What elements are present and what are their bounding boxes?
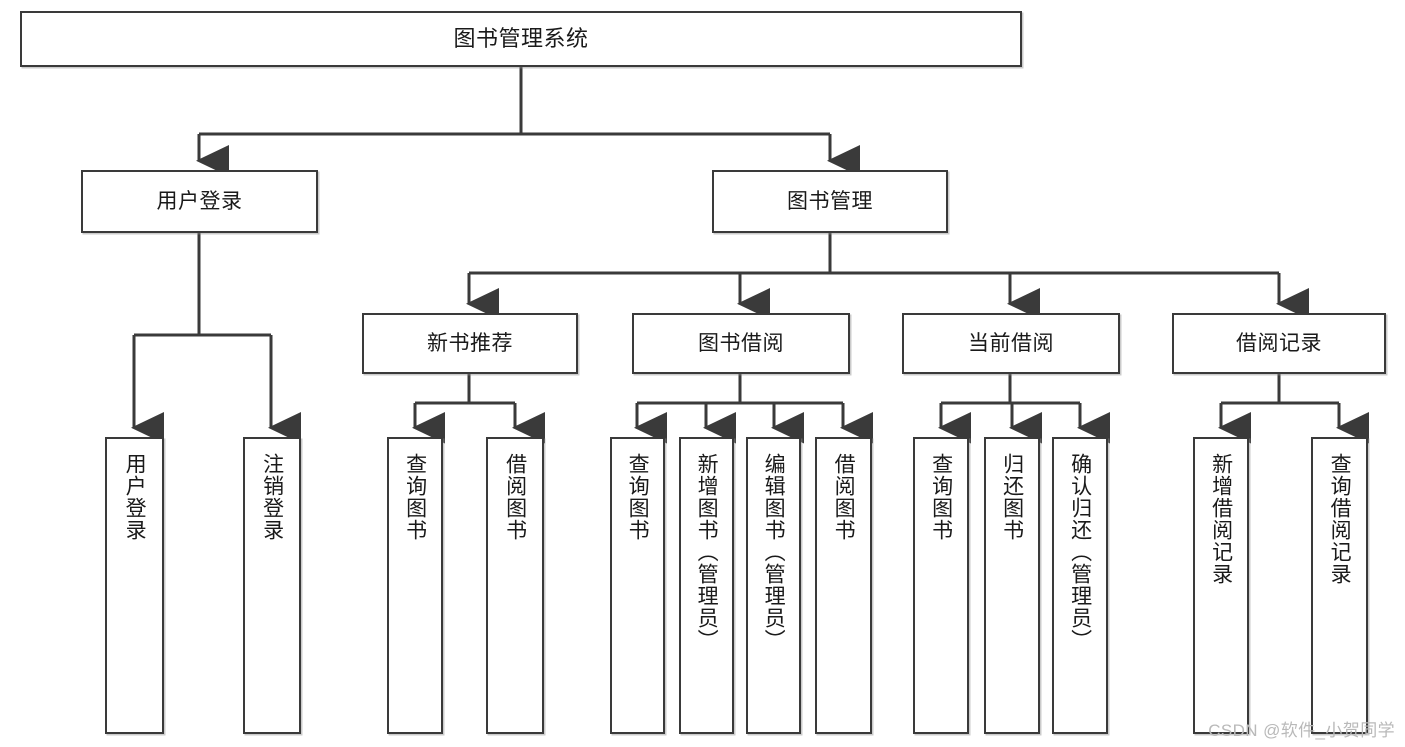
node-leaf-add-book-admin-label: 新增图书（管理员） xyxy=(695,453,719,651)
node-leaf-user-login[interactable]: 用户登录 xyxy=(105,437,164,734)
node-leaf-borrow-book-rec[interactable]: 借阅图书 xyxy=(486,437,544,734)
node-new-book-recommend[interactable]: 新书推荐 xyxy=(362,313,578,374)
node-root-label: 图书管理系统 xyxy=(453,25,589,51)
node-current-borrow[interactable]: 当前借阅 xyxy=(902,313,1120,374)
node-book-borrow-label: 图书借阅 xyxy=(698,331,784,355)
node-leaf-borrow-book-rec-label: 借阅图书 xyxy=(503,453,527,541)
node-new-book-recommend-label: 新书推荐 xyxy=(427,331,513,355)
node-leaf-query-borrow-record[interactable]: 查询借阅记录 xyxy=(1311,437,1368,734)
node-leaf-query-book-current-label: 查询图书 xyxy=(929,453,953,541)
node-leaf-edit-book-admin-label: 编辑图书（管理员） xyxy=(762,453,786,651)
node-leaf-edit-book-admin[interactable]: 编辑图书（管理员） xyxy=(746,437,801,734)
node-leaf-query-book-current[interactable]: 查询图书 xyxy=(913,437,969,734)
node-book-borrow[interactable]: 图书借阅 xyxy=(632,313,850,374)
node-leaf-add-book-admin[interactable]: 新增图书（管理员） xyxy=(679,437,734,734)
node-book-manage[interactable]: 图书管理 xyxy=(712,170,948,233)
node-leaf-query-book-borrow[interactable]: 查询图书 xyxy=(610,437,665,734)
node-user-login-label: 用户登录 xyxy=(156,189,243,213)
node-leaf-borrow-book[interactable]: 借阅图书 xyxy=(815,437,872,734)
node-borrow-record[interactable]: 借阅记录 xyxy=(1172,313,1386,374)
node-leaf-borrow-book-label: 借阅图书 xyxy=(832,453,856,541)
node-leaf-return-book-label: 归还图书 xyxy=(1000,453,1024,541)
node-leaf-add-borrow-record[interactable]: 新增借阅记录 xyxy=(1193,437,1249,734)
node-user-login[interactable]: 用户登录 xyxy=(81,170,318,233)
node-leaf-query-book-borrow-label: 查询图书 xyxy=(626,453,650,541)
node-leaf-query-book-rec[interactable]: 查询图书 xyxy=(387,437,443,734)
node-leaf-query-book-rec-label: 查询图书 xyxy=(403,453,427,541)
node-leaf-add-borrow-record-label: 新增借阅记录 xyxy=(1209,453,1233,585)
node-leaf-return-book[interactable]: 归还图书 xyxy=(984,437,1040,734)
node-leaf-confirm-return-label: 确认归还（管理员） xyxy=(1068,453,1092,651)
node-leaf-user-logout[interactable]: 注销登录 xyxy=(243,437,301,734)
node-leaf-confirm-return[interactable]: 确认归还（管理员） xyxy=(1052,437,1108,734)
node-leaf-user-login-label: 用户登录 xyxy=(123,453,147,541)
node-leaf-user-logout-label: 注销登录 xyxy=(260,453,284,541)
node-current-borrow-label: 当前借阅 xyxy=(968,331,1054,355)
node-root[interactable]: 图书管理系统 xyxy=(20,11,1022,67)
node-leaf-query-borrow-record-label: 查询借阅记录 xyxy=(1328,453,1352,585)
node-book-manage-label: 图书管理 xyxy=(787,189,873,213)
csdn-watermark: CSDN @软件_小贺同学 xyxy=(1208,721,1395,740)
node-borrow-record-label: 借阅记录 xyxy=(1236,331,1322,355)
